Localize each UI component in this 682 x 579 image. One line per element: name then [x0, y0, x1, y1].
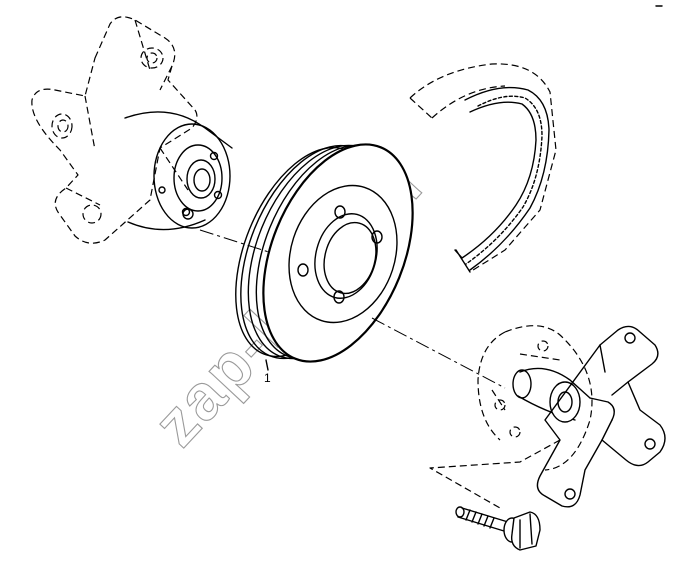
- timing-belt: [409, 63, 557, 273]
- callout-1: 1: [264, 359, 271, 385]
- crankshaft-pulley: [235, 143, 414, 363]
- axis-line-lower: [371, 317, 506, 389]
- flange-bolt: [455, 506, 541, 551]
- pump-hub-flange: [31, 16, 233, 244]
- callout-1-leader: [265, 359, 269, 371]
- drive-flange: [477, 325, 666, 508]
- bolt-guide-line: [429, 439, 561, 509]
- callout-1-label: 1: [264, 371, 271, 385]
